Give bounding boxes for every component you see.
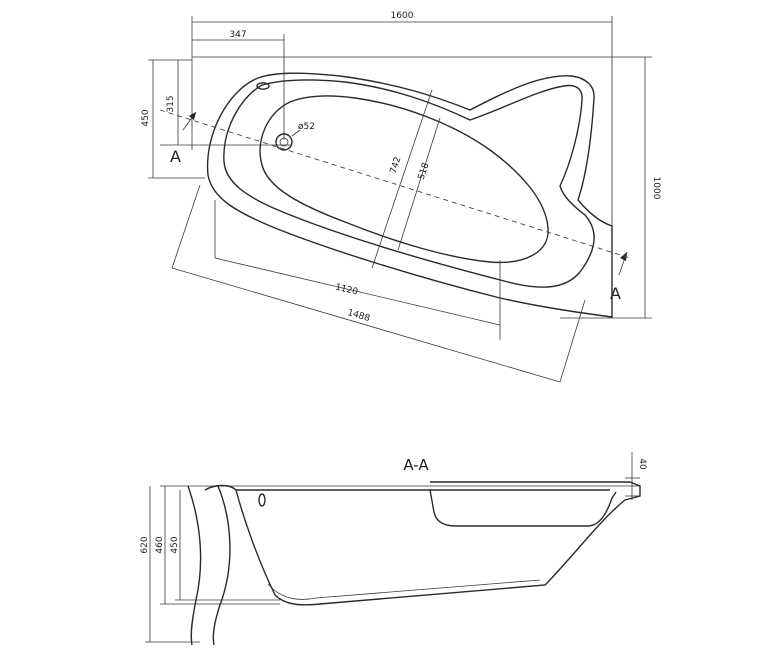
- dim-label-1488: 1488: [346, 308, 371, 324]
- tub-section-inner: [236, 489, 617, 527]
- section-arrow-right-head: [620, 252, 627, 261]
- section-title: A-A: [403, 456, 429, 474]
- overflow-icon: [256, 82, 270, 90]
- dim-label-742: 742: [389, 156, 404, 175]
- dim-label-drain: ø52: [298, 122, 315, 132]
- tub-support-leg: [187, 485, 231, 646]
- dim-label-40: 40: [637, 458, 647, 470]
- dim-label-450-section: 450: [170, 536, 180, 553]
- tub-outer-outline: [206, 72, 613, 318]
- dim-label-518: 518: [417, 161, 432, 181]
- overflow-section-icon: [258, 493, 266, 507]
- section-cut-line: [159, 109, 631, 259]
- section-mark-left: A: [170, 147, 181, 166]
- dim-line-742: [371, 89, 433, 269]
- section-mark-right: A: [610, 284, 621, 303]
- tub-section-floor: [267, 579, 541, 600]
- dim-label-1600: 1600: [391, 11, 414, 21]
- dim-label-315: 315: [166, 95, 176, 112]
- dim-line-518: [397, 117, 441, 251]
- ext-line: [559, 299, 586, 383]
- plan-view: 1600 347 1000 450 315 A A: [141, 11, 661, 383]
- drain-leader-line: [291, 129, 301, 137]
- dim-label-347: 347: [229, 30, 246, 40]
- dim-label-1120: 1120: [334, 283, 359, 298]
- drain-inner-icon: [279, 137, 289, 147]
- dim-label-620: 620: [140, 536, 150, 553]
- dim-line-1120: [214, 257, 501, 326]
- dim-line-1488: [171, 267, 561, 383]
- tub-basin-outline: [259, 95, 549, 264]
- tub-section-outer: [204, 481, 641, 606]
- section-arrow-left-head: [189, 112, 196, 120]
- dim-label-460: 460: [155, 536, 165, 553]
- section-view: A-A 40 620 460 450: [140, 452, 647, 646]
- ext-line: [171, 184, 201, 269]
- dim-label-1000: 1000: [651, 177, 661, 200]
- drain-outer-icon: [275, 133, 293, 151]
- tub-rim-outline: [223, 79, 595, 288]
- dim-label-450: 450: [141, 109, 151, 126]
